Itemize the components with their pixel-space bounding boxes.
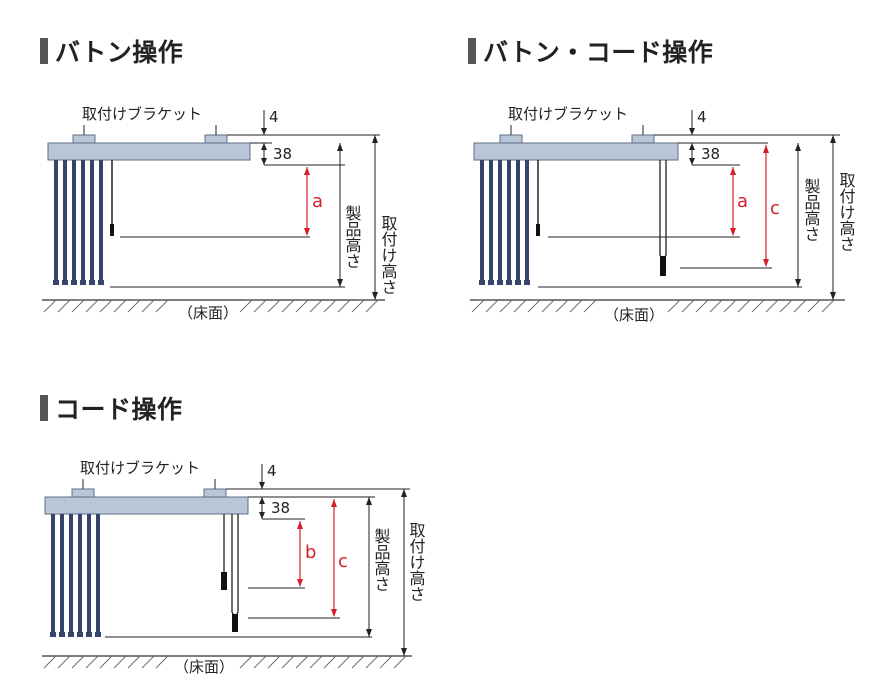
cord-loop [231, 514, 239, 617]
section-title-baton-cord: バトン・コード操作 [468, 33, 713, 69]
bracket-label: 取付けブラケット [80, 459, 200, 477]
floor-label: （床面） [178, 304, 238, 322]
mount-height-label: 取付け高さ [837, 172, 856, 252]
head-rail [44, 496, 249, 515]
floor-label: （床面） [604, 306, 664, 324]
floor-hatch [471, 299, 835, 313]
mount-height-label: 取付け高さ [407, 522, 426, 602]
floor-label: （床面） [174, 658, 234, 676]
dim-4: 4 [267, 462, 277, 480]
floor-hatch [43, 299, 379, 313]
cord-weight-right [232, 614, 238, 632]
bracket-label: 取付けブラケット [508, 105, 628, 123]
dim-b: b [305, 542, 316, 563]
section-title-cord: コード操作 [40, 390, 183, 426]
bracket-left [71, 488, 95, 498]
title-text: バトン操作 [55, 38, 184, 67]
dim-c: c [338, 551, 348, 572]
dim-c: c [770, 198, 780, 219]
vertical-slats [50, 514, 101, 637]
dim-38: 38 [271, 499, 290, 517]
title-text: コード操作 [55, 395, 183, 424]
baton-handle [536, 224, 540, 236]
dim-38: 38 [273, 145, 292, 163]
floor-hatch [43, 655, 407, 669]
vertical-slats [53, 160, 104, 285]
cord-weight [660, 256, 666, 276]
dim-38: 38 [701, 145, 720, 163]
vertical-slats [479, 160, 530, 285]
dim-a: a [312, 191, 323, 212]
bracket-right [203, 488, 227, 498]
product-height-label: 製品高さ [802, 178, 821, 242]
dim-4: 4 [269, 108, 279, 126]
mount-height-label: 取付け高さ [379, 215, 398, 295]
product-height-label: 製品高さ [372, 528, 391, 592]
cord-weight-left [221, 572, 227, 590]
head-rail [47, 142, 251, 161]
title-text: バトン・コード操作 [483, 38, 714, 67]
dim-a: a [737, 191, 748, 212]
bracket-label: 取付けブラケット [82, 105, 202, 123]
title-marker [40, 38, 48, 64]
product-height-label: 製品高さ [343, 205, 362, 269]
title-marker [468, 38, 476, 64]
title-marker [40, 395, 48, 421]
head-rail [473, 142, 679, 161]
dim-4: 4 [697, 108, 707, 126]
section-title-baton: バトン操作 [40, 33, 183, 69]
baton-handle [110, 224, 114, 236]
